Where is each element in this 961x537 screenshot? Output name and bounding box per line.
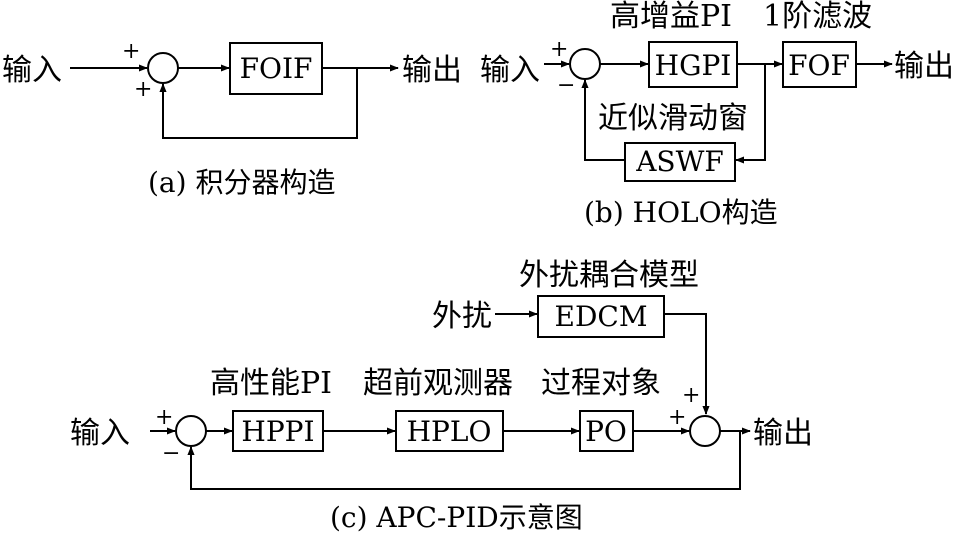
panel-c-sum2-sign-top: +	[682, 383, 700, 408]
panel-c-disturbance-label: 外扰	[432, 299, 492, 334]
panel-a-output-label: 输出	[402, 53, 462, 88]
panel-b-feedback-to-aswf	[735, 64, 766, 164]
panel-c-hplo-label: HPLO	[407, 415, 492, 448]
panel-c-edcm-to-sum	[664, 313, 710, 415]
panel-b-summing-junction	[569, 48, 601, 80]
panel-c-hppi-label: HPPI	[241, 415, 314, 448]
panel-c-edcm-caption: 外扰耦合模型	[519, 258, 699, 293]
panel-c-feedback-path	[187, 431, 741, 490]
panel-c-sum2-sign-left: +	[668, 405, 686, 430]
panel-b-output-label: 输出	[894, 49, 954, 84]
panel-c-po-label: PO	[585, 415, 627, 448]
panel-c-hppi-caption: 高性能PI	[210, 366, 332, 401]
panel-c-input-label: 输入	[70, 416, 130, 451]
panel-c-sum1-sign-bottom: −	[162, 441, 180, 466]
panel-b-sum-sign-top: +	[550, 37, 568, 62]
panel-b-holo: 输入 + − 高增益PI HGPI 1阶滤波 FOF 输出 近似滑动窗 ASWF…	[480, 0, 954, 229]
panel-a-input-label: 输入	[2, 53, 62, 88]
panel-c-po-caption: 过程对象	[541, 366, 661, 401]
panel-b-fof-label: FOF	[788, 49, 850, 82]
panel-b-input-label: 输入	[480, 53, 540, 88]
panel-c-edcm-block	[537, 295, 665, 338]
panel-c-caption: (c) APC-PID示意图	[330, 501, 583, 534]
panel-c-edcm-label: EDCM	[555, 300, 648, 333]
panel-b-caption: (b) HOLO构造	[584, 196, 778, 229]
panel-c-summing-junction-1	[175, 415, 207, 447]
panel-c-sum1-sign-top: +	[155, 405, 173, 430]
panel-b-feedback-path	[581, 79, 625, 161]
panel-a-foif-label: FOIF	[240, 52, 313, 85]
panel-b-fof-caption: 1阶滤波	[763, 0, 872, 34]
panel-c-summing-junction-2	[689, 415, 721, 447]
panel-b-hgpi-label: HGPI	[655, 49, 732, 82]
panel-c-hppi-block	[232, 410, 324, 452]
panel-a-sum-sign-top: +	[122, 39, 140, 64]
panel-a-caption: (a) 积分器构造	[148, 166, 335, 199]
panel-b-aswf-label: ASWF	[635, 145, 724, 178]
panel-a-summing-junction	[147, 52, 179, 84]
panel-b-aswf-block	[624, 142, 736, 182]
panel-a-integrator: 输入 + + FOIF 输出 (a) 积分器构造	[2, 39, 462, 199]
panel-c-apc-pid: 外扰耦合模型 外扰 EDCM 输入 + − 高性能PI HPPI 超前观测器 H…	[70, 258, 813, 534]
panel-c-hplo-caption: 超前观测器	[363, 366, 513, 401]
panel-a-sum-sign-bottom: +	[134, 77, 152, 102]
panel-a-feedback-path	[159, 68, 358, 139]
panel-b-fof-block	[782, 41, 857, 88]
panel-c-output-label: 输出	[753, 416, 813, 451]
panel-b-hgpi-caption: 高增益PI	[610, 0, 732, 34]
panel-c-po-block	[579, 410, 634, 452]
panel-c-hplo-block	[395, 410, 504, 452]
panel-b-sum-sign-bottom: −	[557, 73, 575, 98]
panel-b-aswf-caption: 近似滑动窗	[598, 101, 748, 136]
